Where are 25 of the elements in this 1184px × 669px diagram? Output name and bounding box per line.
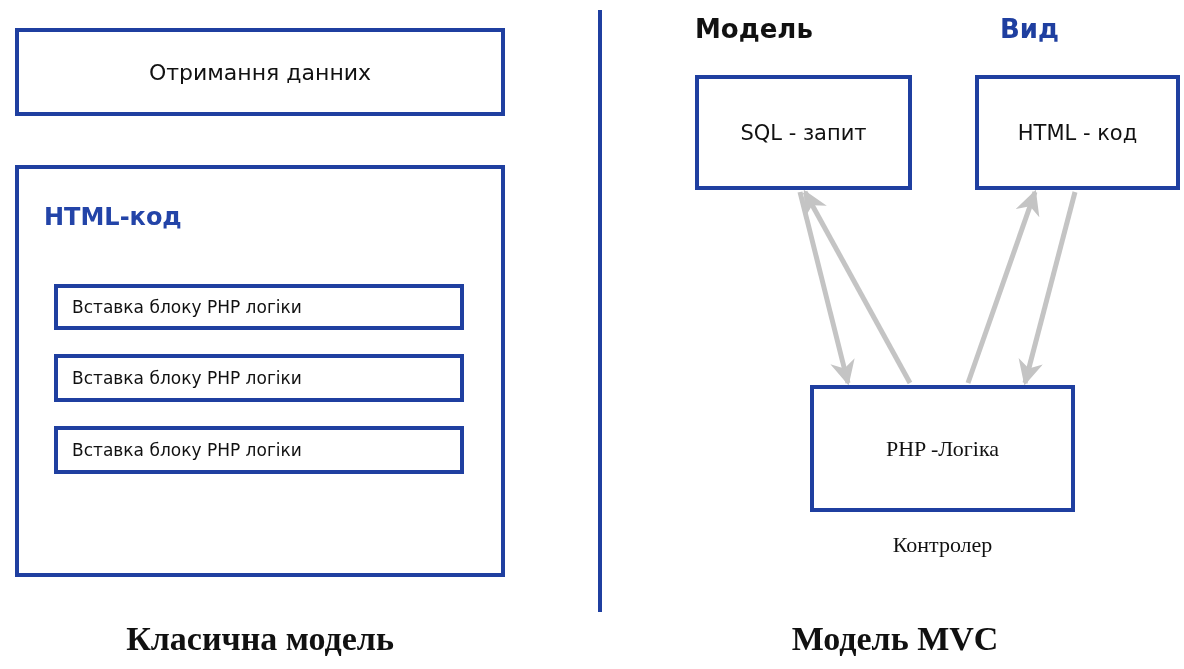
box-text: SQL - запит	[739, 120, 868, 145]
box-text: HTML - код	[1016, 120, 1139, 145]
box-text: Отримання данних	[147, 59, 373, 85]
process-box	[15, 28, 505, 116]
model-box	[695, 75, 912, 190]
arrow	[802, 189, 913, 385]
box-text: Вставка блоку PHP логіки	[72, 440, 303, 460]
process-box	[54, 354, 464, 402]
arrow	[797, 191, 855, 386]
arrow	[1018, 191, 1078, 386]
box-text: PHP -Логіка	[885, 435, 1000, 462]
box-text: Вставка блоку PHP логіки	[72, 297, 303, 317]
box-text: Вставка блоку PHP логіки	[72, 368, 303, 388]
section-title: Модель MVC	[790, 620, 1000, 658]
container-box	[15, 165, 505, 577]
controller-box	[810, 385, 1075, 512]
process-box	[54, 426, 464, 474]
process-box	[54, 284, 464, 330]
section-title: Класична модель	[125, 620, 395, 658]
node-caption: Модель	[695, 14, 813, 44]
node-caption: Вид	[1000, 14, 1060, 44]
box-heading: HTML-код	[44, 203, 182, 231]
view-box	[975, 75, 1180, 190]
node-caption: Контролер	[891, 532, 994, 558]
arrow	[965, 189, 1040, 384]
